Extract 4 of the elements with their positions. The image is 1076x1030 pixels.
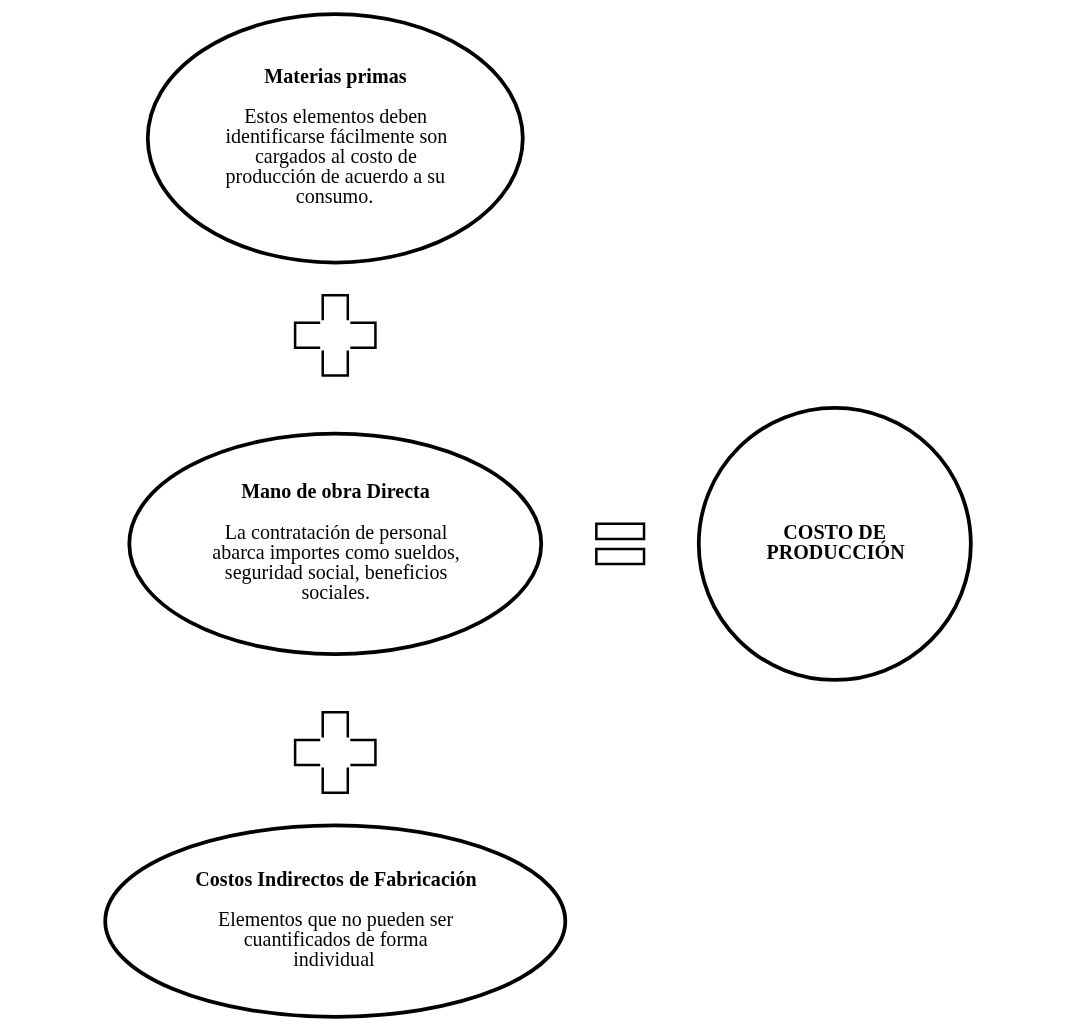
node-ellipse: Materias primas Estos elementos deben identificarse fácilmente son cargados al costo de producción de acuerdo a su consumo. [145, 11, 525, 264]
node-ellipse: Mano de obra Directa La contratación de personal abarca importes como sueldos, seguridad social, beneficios sociales. [127, 431, 544, 656]
node-circle: COSTO DE PRODUCCIÓN [696, 405, 973, 682]
node-ellipse: Costos Indirectos de Fabricación Elementos que no pueden ser cuantificados de forma individual [103, 823, 568, 1019]
